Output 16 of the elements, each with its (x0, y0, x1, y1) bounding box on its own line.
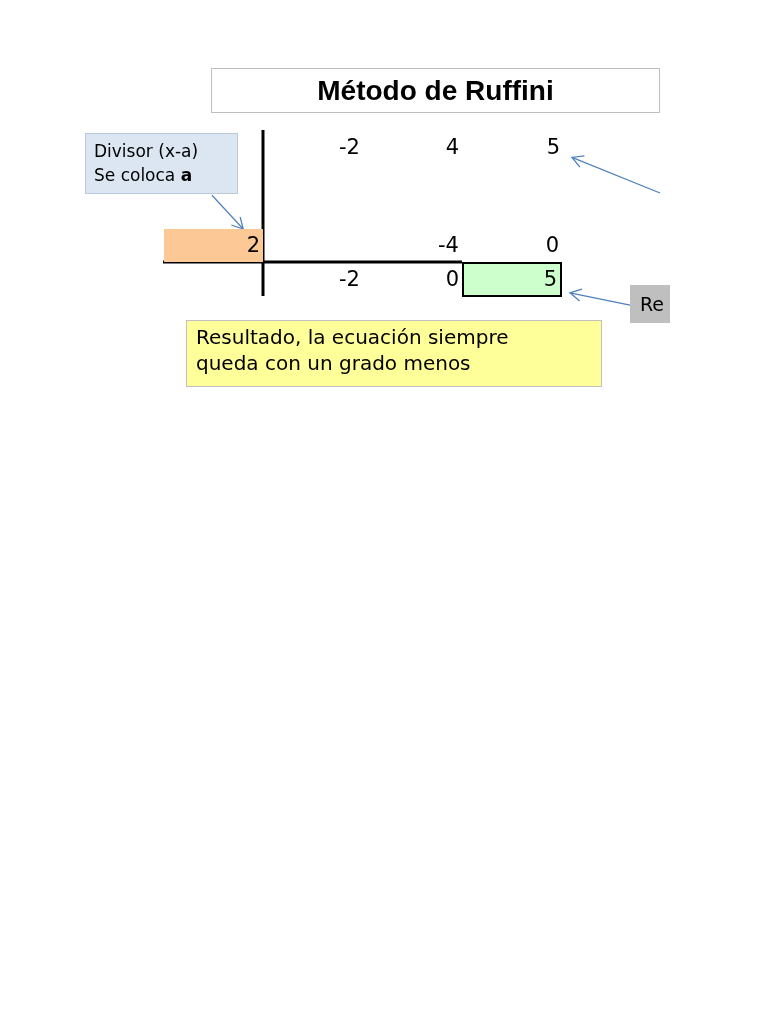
note-box: Divisor (x-a) Se coloca a (85, 133, 238, 194)
arrow (569, 288, 631, 306)
coefficient-value: 5 (500, 134, 560, 160)
table-value: 4 (444, 134, 459, 160)
arrow (211, 194, 244, 230)
result-note-box: Resultado, la ecuación siempre queda con un grado menos (186, 320, 602, 387)
title-box: Método de Ruffini (211, 68, 660, 113)
table-value: -2 (338, 266, 360, 292)
table-value: 0 (544, 232, 559, 258)
table-value: -2 (338, 134, 360, 160)
note-box: Re (630, 285, 670, 323)
table-value: -4 (437, 232, 459, 258)
remainder-cell: 5 (462, 262, 562, 297)
table-value: 0 (444, 266, 459, 292)
divisor-cell: 2 (164, 229, 263, 262)
arrow (571, 155, 661, 194)
